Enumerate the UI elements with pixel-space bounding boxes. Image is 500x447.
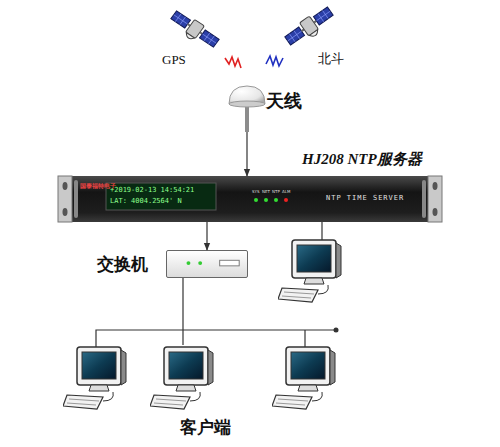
connector [246, 132, 247, 176]
led-label: NTP [272, 190, 280, 194]
beidou-signal [266, 56, 283, 66]
display-line: +2019-02-13 14:54:21 [110, 187, 194, 194]
wire-dot [334, 328, 339, 333]
server-monitor-wire [321, 222, 322, 240]
ntp-server: HJ208 NTP服务器国泰福特电子+2019-02-13 14:54:21LA… [58, 176, 442, 222]
satellite-shape [282, 4, 336, 48]
gps-signal [225, 57, 241, 68]
switch-shape [167, 251, 247, 277]
client-wire [304, 330, 305, 347]
led-label: SYS [252, 190, 260, 194]
monitor-symbol [278, 240, 341, 302]
switch-label: 交换机 [97, 256, 148, 273]
switch: 交换机 [166, 250, 248, 278]
satellite: 北斗 [282, 4, 336, 48]
led-label: ALM [282, 190, 290, 194]
antenna: 天线 [226, 82, 268, 132]
server-heading: HJ208 NTP服务器 [302, 152, 422, 167]
client-bus-wire [96, 330, 336, 347]
panel-label: NTP TIME SERVER [326, 195, 404, 202]
satellite-label: GPS [162, 53, 186, 66]
antenna-label: 天线 [266, 92, 302, 110]
connector [182, 278, 183, 345]
client-monitor: 客户端 [150, 345, 216, 411]
client-label: 客户端 [180, 419, 231, 436]
satellite-shape [168, 8, 222, 50]
client-monitor-shape [150, 345, 216, 411]
monitor-symbol [272, 347, 335, 409]
monitor-symbol [63, 347, 126, 409]
satellite-label: 北斗 [318, 52, 344, 65]
led-label: NET [262, 190, 270, 194]
display-line: LAT: 4004.2564' N [110, 198, 182, 205]
antenna-shape [226, 82, 268, 132]
satellite: GPS [168, 8, 222, 50]
connector [206, 222, 207, 250]
